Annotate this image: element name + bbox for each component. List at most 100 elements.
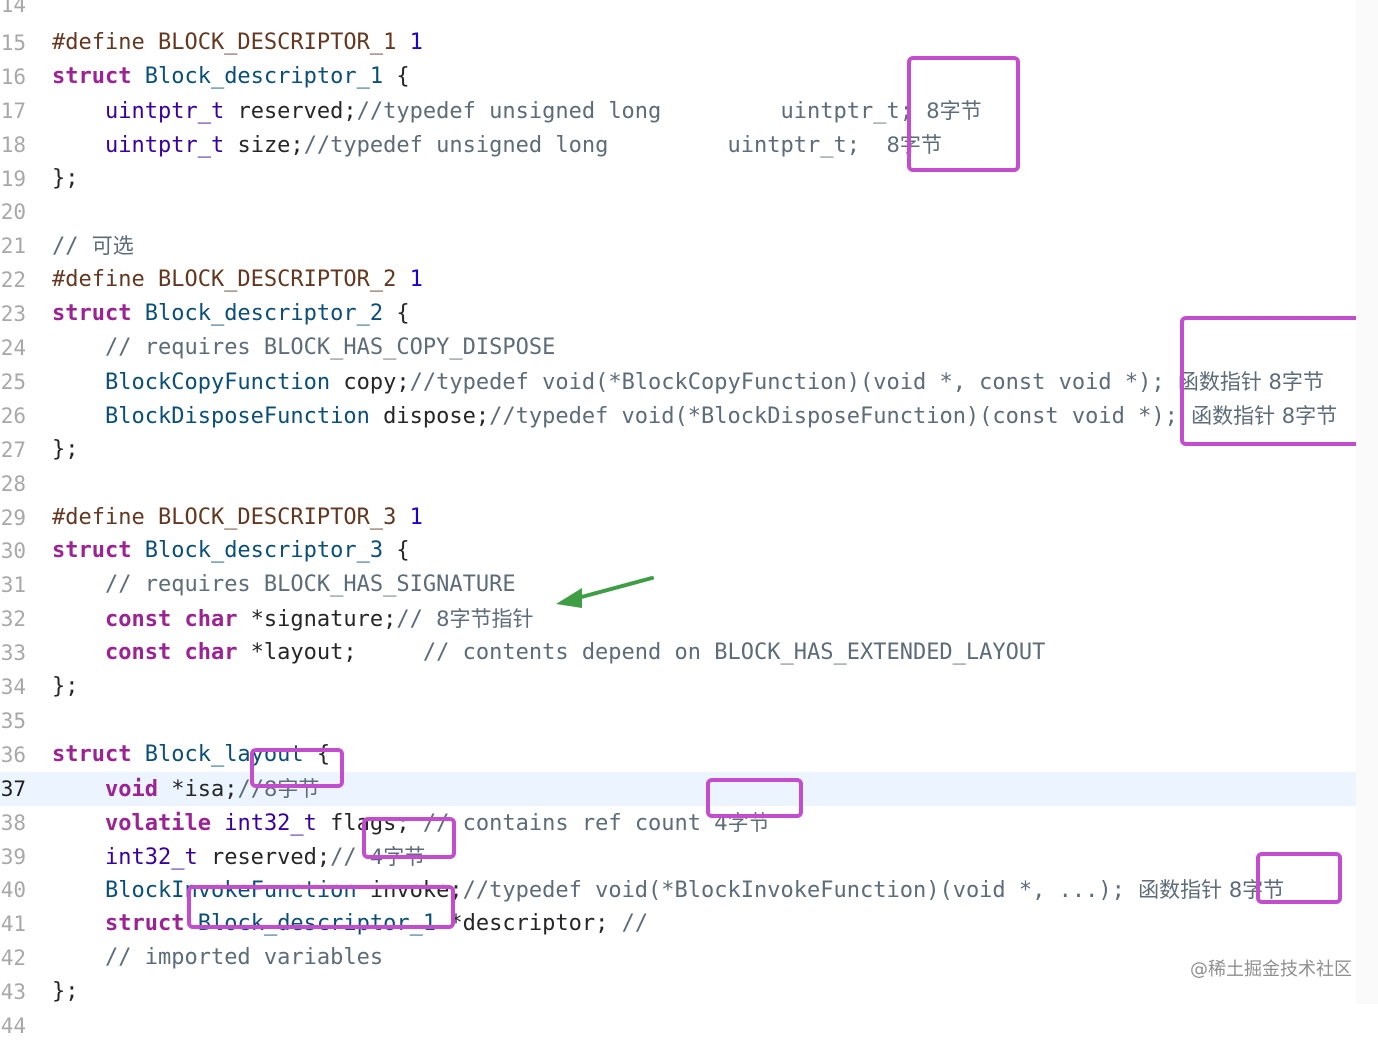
code-text[interactable]: #define BLOCK_DESCRIPTOR_2 1 (52, 263, 423, 297)
code-text[interactable]: uintptr_t size;//typedef unsigned long u… (52, 128, 942, 163)
code-token: }; (52, 165, 79, 191)
code-text[interactable]: }; (52, 433, 79, 467)
code-text[interactable]: // requires BLOCK_HAS_COPY_DISPOSE (52, 331, 555, 365)
code-text[interactable]: BlockInvokeFunction invoke;//typedef voi… (52, 873, 1284, 908)
line-number[interactable]: 243 (0, 980, 26, 1005)
line-number[interactable]: 244 (0, 1014, 26, 1038)
code-line[interactable]: 235 (0, 704, 1378, 738)
code-line[interactable]: 215 #define BLOCK_DESCRIPTOR_1 1 (0, 26, 1378, 60)
code-text[interactable]: BlockCopyFunction copy;//typedef void(*B… (52, 365, 1324, 400)
code-line[interactable]: 224 // requires BLOCK_HAS_COPY_DISPOSE (0, 331, 1378, 365)
line-number[interactable]: 240 (0, 878, 26, 903)
code-line[interactable]: 218 uintptr_t size;//typedef unsigned lo… (0, 128, 1378, 162)
code-line[interactable]: 226 BlockDisposeFunction dispose;//typed… (0, 399, 1378, 433)
code-token: 1 (409, 504, 423, 530)
code-line[interactable]: 219}; (0, 162, 1378, 196)
code-text[interactable]: // requires BLOCK_HAS_SIGNATURE (52, 568, 516, 602)
line-number[interactable]: 224 (0, 336, 26, 360)
code-line[interactable]: 228 (0, 467, 1378, 501)
code-line[interactable]: 236struct Block_layout { (0, 738, 1378, 772)
code-line[interactable]: 241 struct Block_descriptor_1 *descripto… (0, 907, 1378, 941)
line-number[interactable]: 225 (0, 369, 26, 394)
line-number[interactable]: 242 (0, 946, 26, 971)
code-text[interactable]: const char *layout; // contents depend o… (52, 636, 1045, 670)
code-token: // requires BLOCK_HAS_SIGNATURE (104, 572, 516, 598)
line-number[interactable]: 229 (0, 505, 26, 530)
code-line[interactable]: 217 uintptr_t reserved;//typedef unsigne… (0, 94, 1378, 128)
line-number[interactable]: 214 (0, 0, 26, 17)
line-number[interactable]: 227 (0, 437, 26, 462)
code-line[interactable]: 231 // requires BLOCK_HAS_SIGNATURE (0, 568, 1378, 602)
code-text[interactable]: struct Block_descriptor_1 *descriptor; /… (52, 907, 648, 941)
code-line[interactable]: 216 struct Block_descriptor_1 { (0, 60, 1378, 94)
line-number[interactable]: 239 (0, 844, 26, 869)
code-text[interactable]: const char *signature;// 8字节指针 (52, 602, 534, 637)
line-number[interactable]: 223 (0, 302, 26, 327)
code-line[interactable]: 230 struct Block_descriptor_3 { (0, 534, 1378, 568)
line-number[interactable]: 230 (0, 539, 26, 564)
code-text[interactable]: }; (52, 975, 79, 1009)
code-line[interactable]: 237 void *isa;//8字节 (0, 771, 1378, 807)
code-token: int32_t (104, 844, 198, 870)
code-token: 1 (409, 267, 423, 293)
code-token: // (330, 844, 370, 870)
code-text[interactable]: #define BLOCK_DESCRIPTOR_1 1 (52, 26, 423, 60)
line-number[interactable]: 226 (0, 403, 26, 428)
code-text[interactable]: #define BLOCK_DESCRIPTOR_3 1 (52, 501, 423, 535)
line-number[interactable]: 233 (0, 641, 26, 666)
code-token: const char (104, 640, 238, 666)
line-number[interactable]: 237 (0, 776, 26, 801)
line-number[interactable]: 231 (0, 573, 26, 598)
code-line[interactable]: 229 #define BLOCK_DESCRIPTOR_3 1 (0, 501, 1378, 535)
line-number[interactable]: 236 (0, 742, 26, 767)
line-number[interactable]: 234 (0, 675, 26, 699)
code-text[interactable]: struct Block_descriptor_1 { (52, 60, 410, 94)
line-number[interactable]: 232 (0, 607, 26, 632)
line-number[interactable]: 220 (0, 200, 26, 225)
code-line[interactable]: 220 (0, 195, 1378, 229)
code-text[interactable]: BlockDisposeFunction dispose;//typedef v… (52, 399, 1337, 434)
line-number[interactable]: 238 (0, 810, 26, 835)
code-line[interactable]: 227}; (0, 433, 1378, 467)
code-line[interactable]: 223 struct Block_descriptor_2 { (0, 297, 1378, 331)
code-text[interactable]: // imported variables (52, 941, 383, 975)
code-text[interactable]: // 可选 (52, 229, 134, 264)
code-token: dispose; (369, 403, 490, 429)
code-line[interactable]: 214 (0, 0, 1378, 22)
code-line[interactable]: 242 // imported variables (0, 941, 1378, 975)
code-token: BlockInvokeFunction (104, 878, 357, 904)
code-line[interactable]: 240 BlockInvokeFunction invoke;//typedef… (0, 873, 1378, 907)
code-text[interactable]: }; (52, 162, 79, 196)
line-number[interactable]: 218 (0, 132, 26, 157)
code-line[interactable]: 232 const char *signature;// 8字节指针 (0, 602, 1378, 636)
code-line[interactable]: 239 int32_t reserved;// 4字节 (0, 840, 1378, 874)
line-number[interactable]: 216 (0, 64, 26, 89)
code-text[interactable]: struct Block_descriptor_3 { (52, 534, 410, 568)
code-text[interactable]: int32_t reserved;// 4字节 (52, 840, 425, 875)
line-number[interactable]: 217 (0, 98, 26, 123)
code-line[interactable]: 221 // 可选 (0, 229, 1378, 263)
code-text[interactable]: }; (52, 670, 79, 704)
line-number[interactable]: 222 (0, 268, 26, 293)
code-text[interactable]: uintptr_t reserved;//typedef unsigned lo… (52, 94, 982, 129)
code-text[interactable]: void *isa;//8字节 (52, 772, 319, 807)
code-line[interactable]: 225 BlockCopyFunction copy;//typedef voi… (0, 365, 1378, 399)
code-token: *isa; (157, 776, 238, 802)
code-line[interactable]: 238 volatile int32_t flags; // contains … (0, 806, 1378, 840)
line-number[interactable]: 235 (0, 708, 26, 733)
code-token: { (383, 63, 410, 89)
code-text[interactable]: volatile int32_t flags; // contains ref … (52, 806, 770, 841)
code-line[interactable]: 222 #define BLOCK_DESCRIPTOR_2 1 (0, 263, 1378, 297)
line-number[interactable]: 219 (0, 166, 26, 191)
line-number[interactable]: 228 (0, 471, 26, 496)
code-line[interactable]: 244 (0, 1009, 1378, 1043)
code-token (52, 945, 105, 970)
code-text[interactable]: struct Block_descriptor_2 { (52, 297, 410, 331)
line-number[interactable]: 215 (0, 30, 26, 55)
line-number[interactable]: 241 (0, 912, 26, 937)
code-line[interactable]: 233 const char *layout; // contents depe… (0, 636, 1378, 670)
code-line[interactable]: 243}; (0, 975, 1378, 1009)
line-number[interactable]: 221 (0, 234, 26, 259)
code-line[interactable]: 234}; (0, 670, 1378, 704)
